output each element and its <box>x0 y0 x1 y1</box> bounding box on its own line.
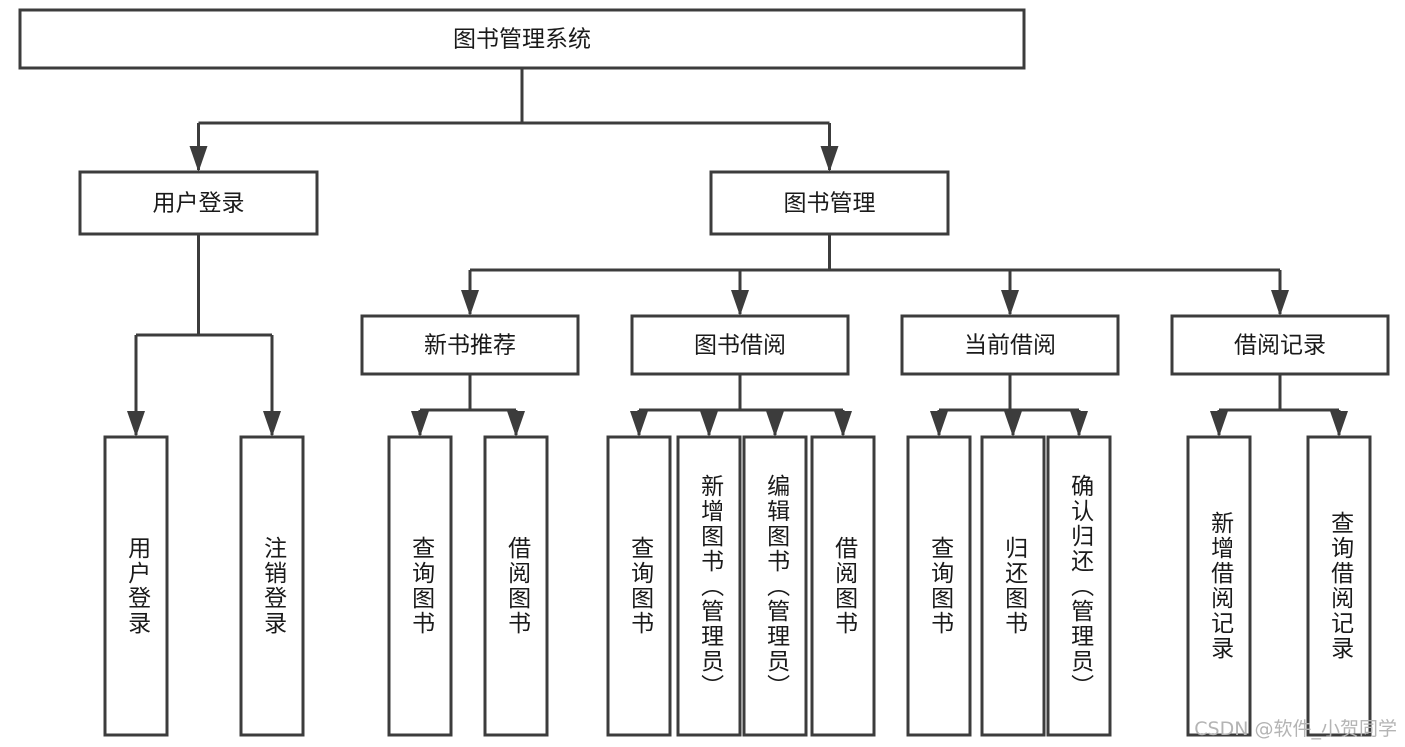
node-box <box>1046 435 1112 737</box>
arrow-head-icon <box>189 146 208 172</box>
arrow-head-icon <box>1001 290 1019 316</box>
node-n_current[interactable]: 当前借阅 <box>900 314 1120 376</box>
node-box <box>18 8 1026 70</box>
node-label: 借阅记录 <box>1234 333 1326 359</box>
arrow-head-icon <box>930 411 948 437</box>
node-n_book_mgmt[interactable]: 图书管理 <box>709 170 950 236</box>
arrow-head-icon <box>507 411 525 437</box>
node-box <box>630 314 850 376</box>
node-l_bw_edit[interactable] <box>742 435 808 737</box>
node-l_bw_query[interactable] <box>606 435 672 737</box>
node-label: 图书管理系统 <box>453 27 591 53</box>
arrow-head-icon <box>263 411 281 437</box>
node-box <box>709 170 950 236</box>
node-l_rec_query[interactable] <box>1306 435 1372 737</box>
node-l_nr_borrow[interactable] <box>483 435 549 737</box>
node-n_user_login[interactable]: 用户登录 <box>78 170 319 236</box>
node-box <box>1306 435 1372 737</box>
arrow-head-icon <box>630 411 648 437</box>
node-box <box>239 435 305 737</box>
node-box <box>103 435 169 737</box>
node-l_cur_confirm[interactable] <box>1046 435 1112 737</box>
node-n_borrow[interactable]: 图书借阅 <box>630 314 850 376</box>
node-l_user_login[interactable] <box>103 435 169 737</box>
node-label: 图书借阅 <box>694 333 786 359</box>
node-box <box>980 435 1046 737</box>
node-l_cur_query[interactable] <box>906 435 972 737</box>
node-n_records[interactable]: 借阅记录 <box>1170 314 1390 376</box>
arrow-head-icon <box>700 411 718 437</box>
edge-layer <box>127 68 1348 437</box>
node-box <box>676 435 742 737</box>
node-label: 当前借阅 <box>964 333 1056 359</box>
node-l_bw_add[interactable] <box>676 435 742 737</box>
node-l_bw_borrow[interactable] <box>810 435 876 737</box>
node-box <box>906 435 972 737</box>
node-box <box>483 435 549 737</box>
arrow-head-icon <box>834 411 852 437</box>
arrow-head-icon <box>461 290 479 316</box>
arrow-head-icon <box>1271 290 1289 316</box>
node-box <box>742 435 808 737</box>
node-box <box>78 170 319 236</box>
node-box <box>810 435 876 737</box>
arrow-head-icon <box>1004 411 1022 437</box>
node-l_user_logout[interactable] <box>239 435 305 737</box>
node-label: 新书推荐 <box>424 333 516 359</box>
node-box <box>1186 435 1252 737</box>
node-l_rec_add[interactable] <box>1186 435 1252 737</box>
arrow-head-icon <box>1210 411 1228 437</box>
node-label: 图书管理 <box>784 191 876 217</box>
node-box <box>360 314 580 376</box>
node-n_new_rec[interactable]: 新书推荐 <box>360 314 580 376</box>
arrow-head-icon <box>1070 411 1088 437</box>
node-root[interactable]: 图书管理系统 <box>18 8 1026 70</box>
node-label: 用户登录 <box>153 191 245 217</box>
arrow-head-icon <box>1330 411 1348 437</box>
node-l_cur_return[interactable] <box>980 435 1046 737</box>
csdn-watermark: CSDN @软件_小贺同学 <box>1194 718 1397 740</box>
arrow-head-icon <box>731 290 749 316</box>
arrow-head-icon <box>766 411 784 437</box>
node-box <box>387 435 453 737</box>
node-box <box>900 314 1120 376</box>
arrow-head-icon <box>127 411 145 437</box>
node-box <box>1170 314 1390 376</box>
arrow-head-icon <box>820 146 839 172</box>
node-box <box>606 435 672 737</box>
arrow-head-icon <box>411 411 429 437</box>
node-l_nr_query[interactable] <box>387 435 453 737</box>
